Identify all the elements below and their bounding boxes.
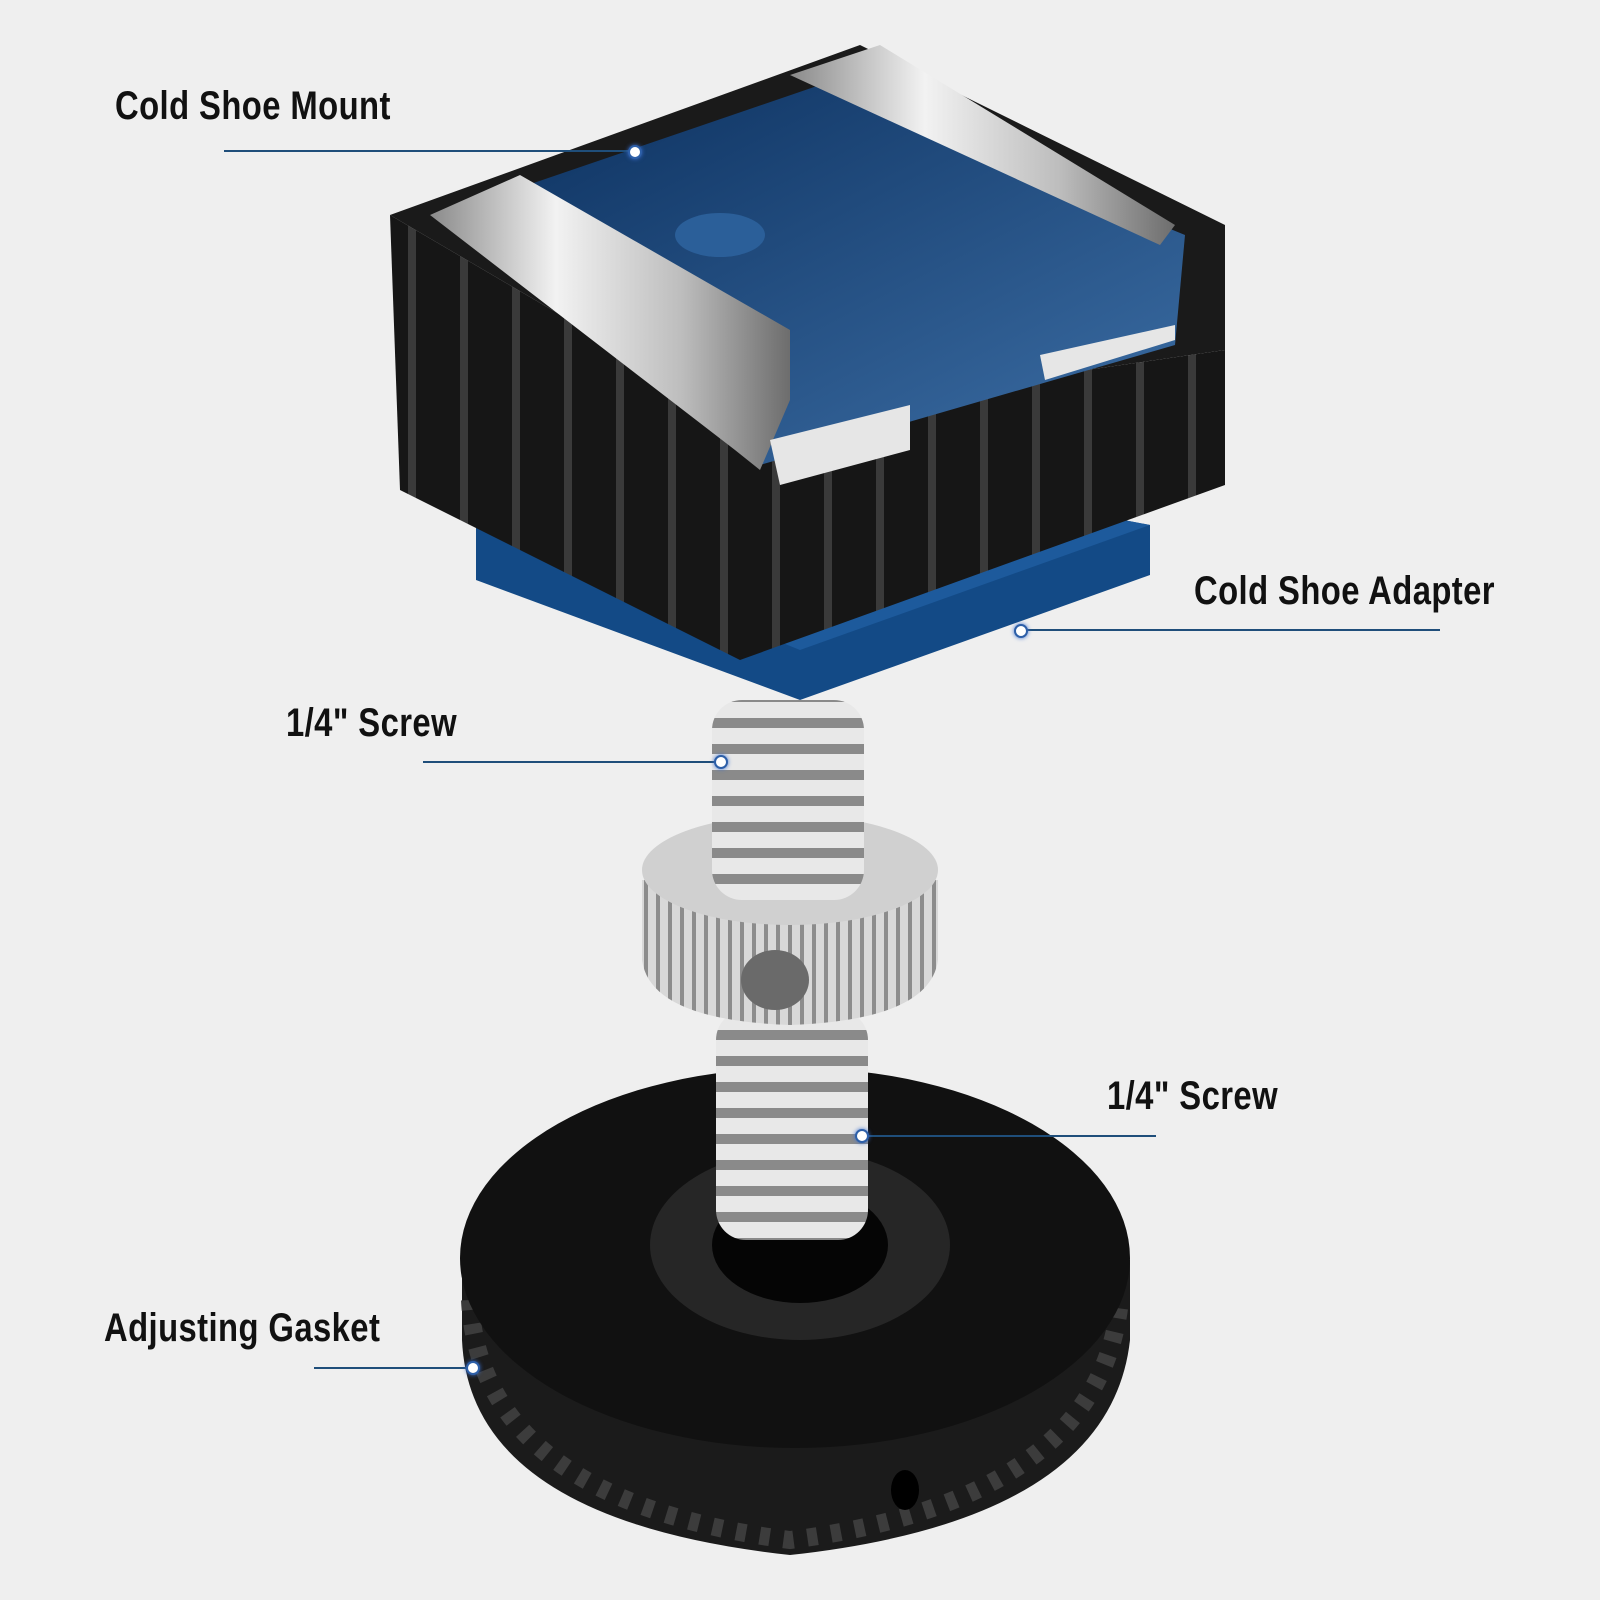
upper-screw <box>712 700 864 900</box>
label-cold-shoe-mount: Cold Shoe Mount <box>115 84 391 128</box>
cold-shoe-mount <box>440 85 1185 465</box>
leader-line-cold-shoe-adapter <box>1020 629 1440 631</box>
callout-dot-adjusting-gasket <box>466 1361 480 1375</box>
leader-line-adjusting-gasket <box>314 1367 474 1369</box>
callout-dot-cold-shoe-adapter <box>1014 624 1028 638</box>
label-cold-shoe-adapter: Cold Shoe Adapter <box>1194 569 1495 613</box>
lower-screw <box>716 1010 868 1240</box>
leader-line-upper-screw <box>423 761 723 763</box>
label-adjusting-gasket: Adjusting Gasket <box>104 1306 381 1350</box>
label-upper-screw: 1/4" Screw <box>286 701 458 745</box>
callout-dot-lower-screw <box>855 1129 869 1143</box>
metal-spring-clips <box>430 45 1175 485</box>
leader-line-lower-screw <box>862 1135 1156 1137</box>
label-lower-screw: 1/4" Screw <box>1107 1074 1279 1118</box>
leader-line-cold-shoe-mount <box>224 150 635 152</box>
callout-dot-cold-shoe-mount <box>628 145 642 159</box>
adjusting-gasket <box>460 1068 1130 1555</box>
callout-dot-upper-screw <box>714 755 728 769</box>
